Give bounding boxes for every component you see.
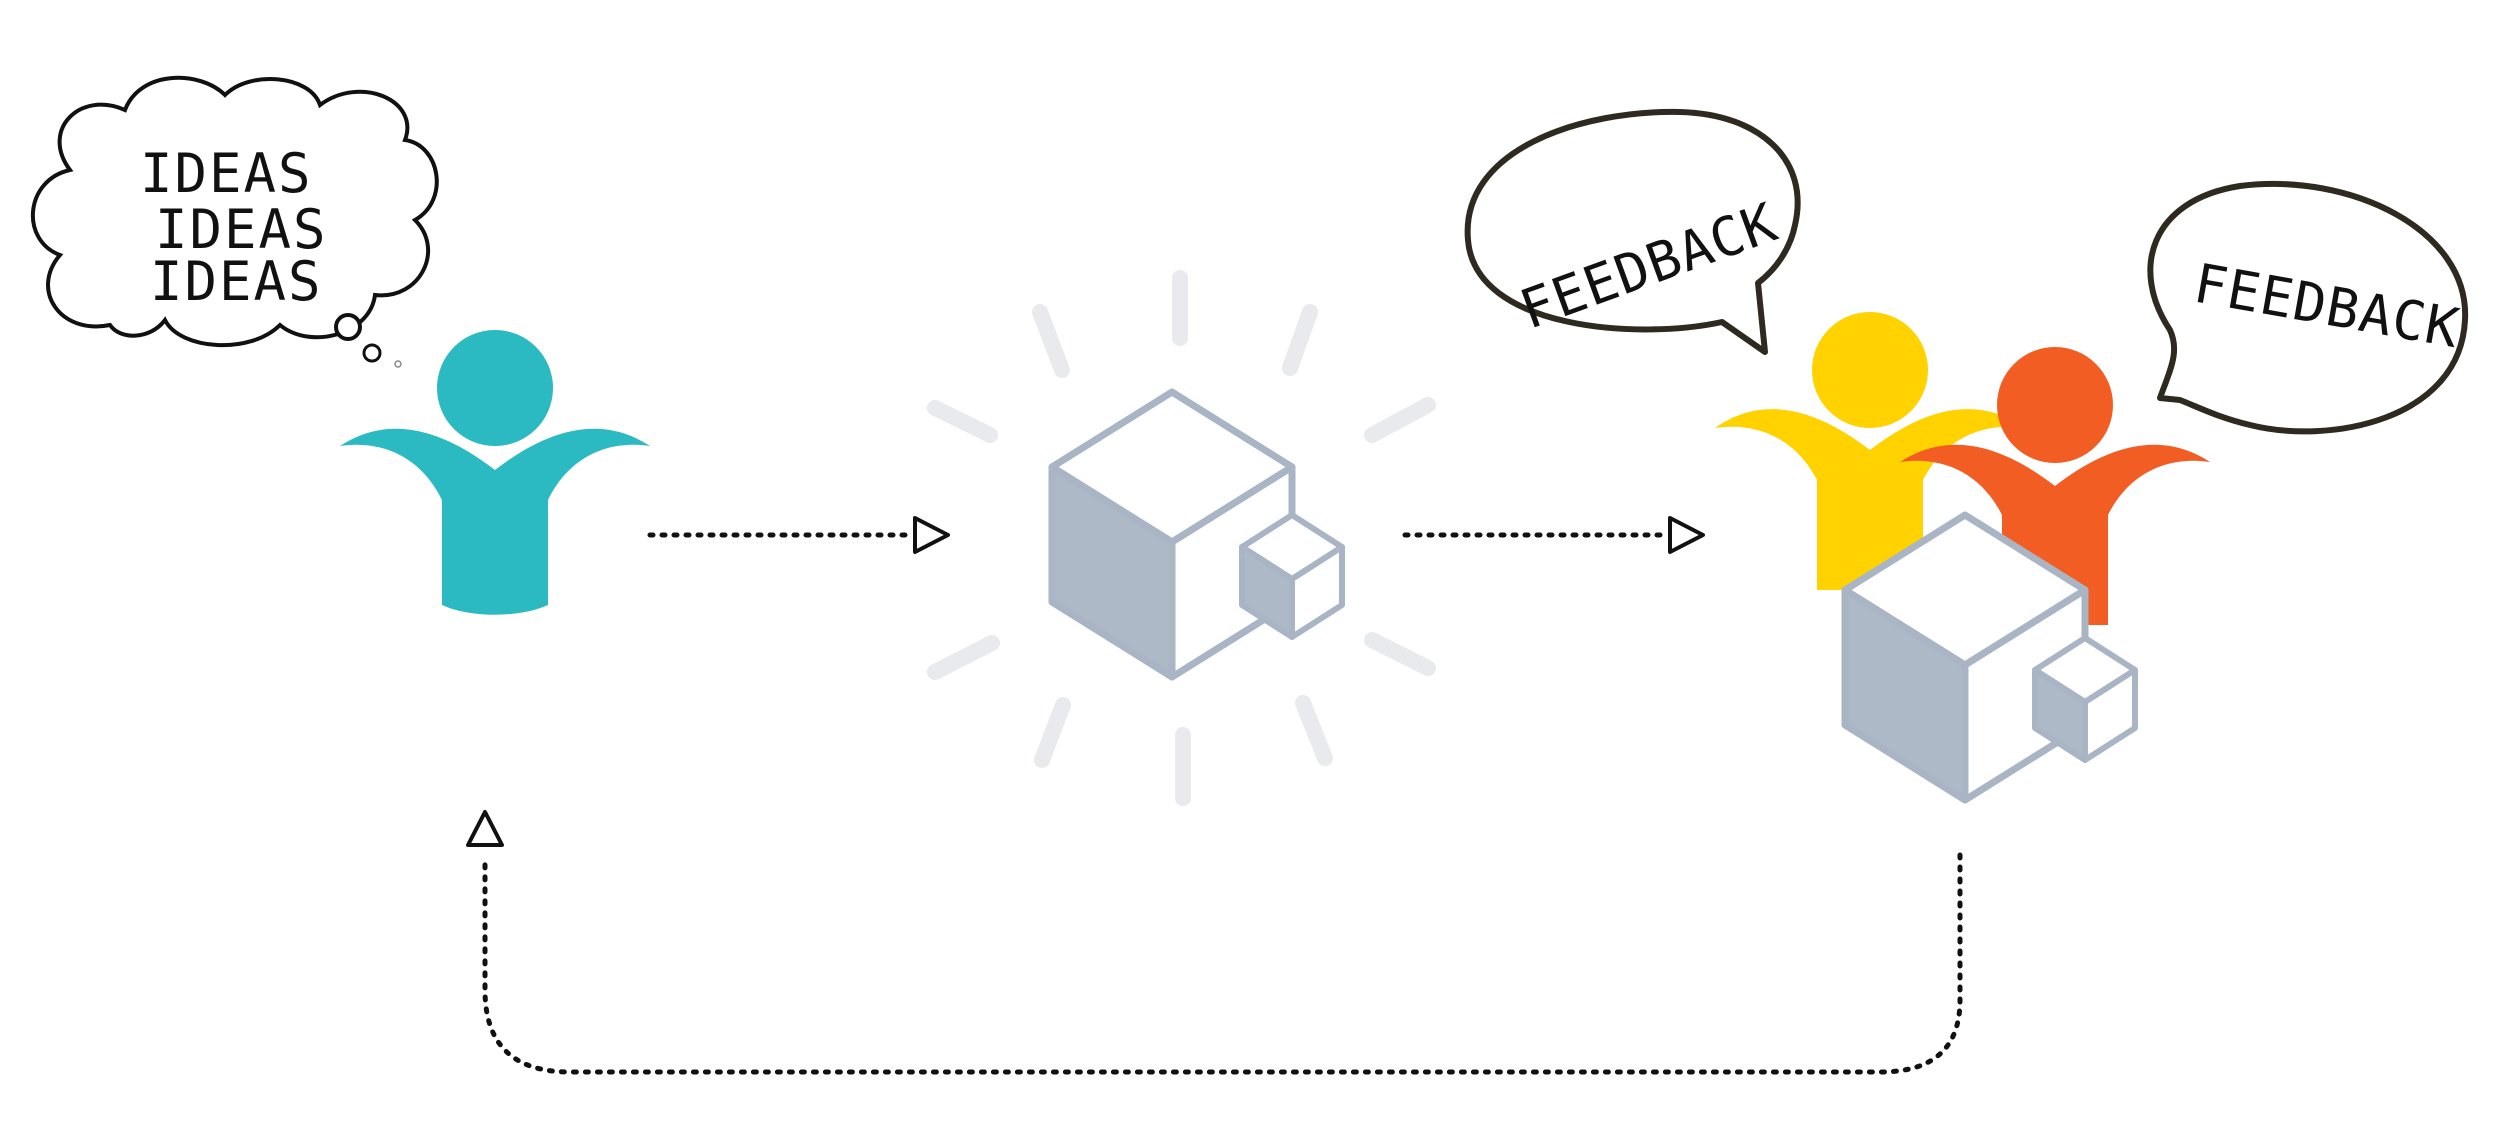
arrow-right-icon (1402, 516, 1705, 554)
user-icon (340, 330, 650, 615)
glowing-product-group (927, 270, 1436, 806)
speech-bubble-icon: FEEDBACK (2147, 180, 2469, 435)
user-icon (1715, 312, 2025, 590)
thought-bubble-icon: IDEAS IDEAS IDEAS (30, 75, 439, 368)
speech-bubble-icon: FEEDBACK (1464, 108, 1801, 355)
arrow-up-icon (466, 810, 1963, 1075)
glow-rays (927, 270, 1436, 806)
ideas-line-2: IDEAS (155, 198, 328, 261)
ideas-line-3: IDEAS (150, 250, 323, 313)
ideas-line-1: IDEAS (140, 142, 313, 205)
user-icon (1900, 347, 2210, 625)
product-cube-icon (1052, 392, 1342, 677)
arrow-right-icon (647, 516, 950, 554)
